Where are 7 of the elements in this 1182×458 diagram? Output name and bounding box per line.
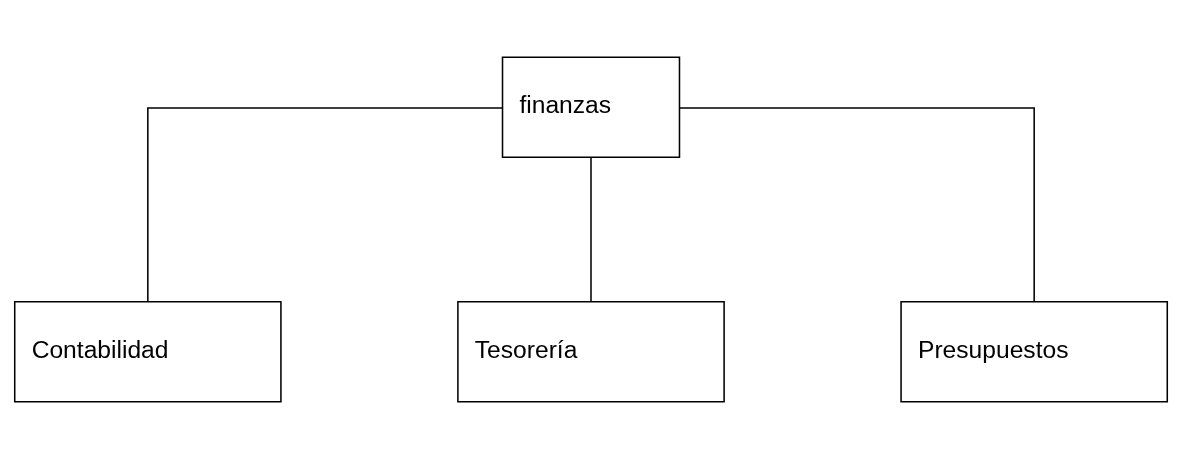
node-box: finanzas: [501, 55, 681, 158]
connector: [590, 156, 592, 303]
connector: [678, 106, 1035, 302]
node-box: Contabilidad: [13, 300, 282, 403]
node-box: Tesorería: [457, 300, 725, 403]
connector: [147, 106, 504, 302]
node-box: Presupuestos: [900, 300, 1169, 403]
